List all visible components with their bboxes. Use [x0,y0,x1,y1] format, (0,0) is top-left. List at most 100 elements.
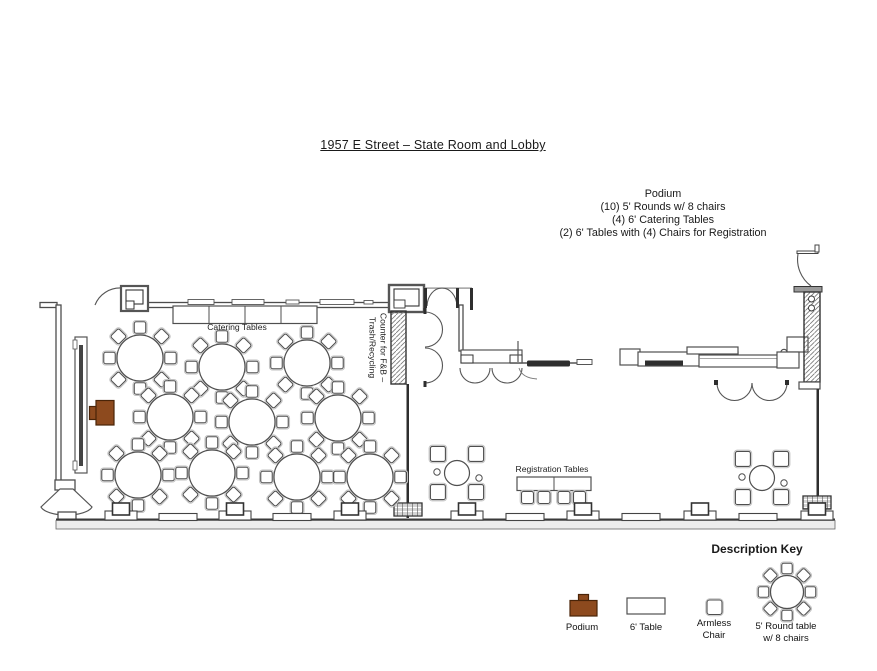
key-armless-chair-icon [705,598,724,617]
door-arc-icon [424,311,444,348]
bench-seat [527,360,570,367]
door-arc-icon [797,253,812,287]
round-table-with-chairs [268,324,346,402]
armless-chair-icon [183,359,200,375]
round-table-with-chairs [183,328,261,406]
wall-left [55,304,62,486]
armless-chair-icon [556,489,572,506]
armless-chair-icon [173,465,190,481]
armless-chair-icon [362,499,378,516]
summary-line: (2) 6' Tables with (4) Chairs for Regist… [559,227,767,239]
armless-chair-icon [258,469,275,485]
armless-chair-icon [107,444,126,463]
furniture-layer [99,305,834,623]
armless-chair-icon [274,414,291,430]
armless-chair-icon [99,467,116,483]
key-table-label: 6' Table [629,622,663,633]
door-arc-icon [94,287,122,306]
armless-chair-icon [268,355,285,371]
armless-chair-icon [204,495,220,512]
door-arc-icon [424,347,444,384]
armless-chair-icon [162,378,178,395]
summary-line: Podium [644,188,682,200]
armless-chair-icon [733,449,753,469]
door-arc-icon [459,367,491,384]
armless-chair-icon [213,414,230,430]
armless-chair-icon [244,444,260,461]
armless-chair-icon [331,469,348,485]
armless-chair-icon [428,482,448,502]
armless-chair-icon [771,449,791,469]
armless-chair-icon [329,355,346,371]
lobby-vestibule [459,349,523,384]
lounge-seating-cluster [733,449,791,507]
armless-chair-icon [428,444,448,464]
door-arc-icon [751,382,788,402]
closet-notch [125,300,135,310]
armless-chair-icon [519,489,536,506]
page-title: 1957 E Street – State Room and Lobby [320,138,546,152]
round-table-with-chairs [131,378,209,456]
armless-chair-icon [299,410,316,426]
armless-chair-icon [234,465,251,481]
catering-table-row [172,305,318,325]
key-podium-label: Podium [565,622,599,633]
armless-chair-icon [131,409,148,425]
armless-chair-icon [130,436,146,453]
armless-chair-icon [803,584,818,600]
round-table-with-chairs [99,436,177,514]
key-six-foot-table-icon [626,597,666,615]
armless-chair-icon [761,566,779,584]
armless-chair-icon [204,434,220,451]
armless-chair-icon [221,391,240,410]
armless-chair-icon [150,444,169,463]
armless-chair-icon [466,482,486,502]
round-table-with-chairs [213,383,291,461]
counter-fnb-label: Counter for F&B – Trash/Recycling [368,312,389,383]
summary-line: (10) 5' Rounds w/ 8 chairs [600,201,726,213]
armless-chair-icon [466,444,486,464]
state-room-doors [423,287,473,387]
armless-chair-icon [266,446,285,465]
fan-door-arc-icon [40,488,93,516]
catering-tables-label: Catering Tables [207,322,267,332]
armless-chair-icon [771,487,791,507]
armless-chair-icon [101,350,118,366]
wall-lobby-left [458,304,464,352]
armless-chair-icon [130,497,146,514]
bench-seat [645,360,683,366]
fan-door-bottom-left [40,479,93,523]
entry-top-left [94,284,150,313]
counter-hatched [390,310,407,385]
wall-stub-top-left [39,301,58,309]
armless-chair-icon [109,327,128,346]
key-round-table-label: 5' Round table w/ 8 chairs [755,621,817,644]
armless-chair-icon [330,379,346,396]
armless-chair-icon [264,391,283,410]
door-arc-icon [426,287,443,307]
round-table-with-chairs [299,379,377,457]
registration-tables-label: Registration Tables [515,463,589,474]
key-chair-label: Armless Chair [696,618,732,641]
summary-line: (4) 6' Catering Tables [611,214,715,226]
armless-chair-icon [360,410,377,426]
armless-chair-icon [244,359,261,375]
armless-chair-icon [319,332,338,351]
counter-cap [793,286,823,293]
armless-chair-icon [224,485,243,504]
armless-chair-icon [309,489,328,508]
armless-chair-icon [779,608,795,623]
armless-chair-icon [756,584,771,600]
lobby-bench [510,341,593,380]
right-counter [714,244,823,518]
armless-chair-icon [392,469,409,485]
divider-wall [406,384,409,518]
armless-chair-icon [733,487,753,507]
round-table-with-chairs [258,438,336,516]
door-arc-icon [716,382,753,402]
armless-chair-icon [536,489,552,506]
setup-summary: Podium (10) 5' Rounds w/ 8 chairs (4) 6'… [493,188,833,240]
armless-chair-icon [139,386,158,405]
